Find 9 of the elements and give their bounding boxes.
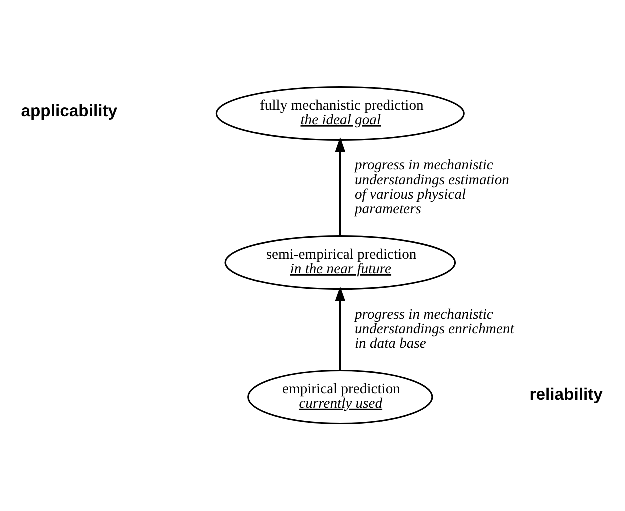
node-ellipse: empirical prediction currently used bbox=[248, 370, 434, 425]
arrow bbox=[335, 137, 346, 236]
node-ellipse: semi-empirical prediction in the near future bbox=[224, 236, 456, 290]
edge-label: progress in mechanistic understandings enrichment in data base bbox=[355, 306, 514, 352]
label: reliability bbox=[530, 385, 603, 404]
label: applicability bbox=[21, 102, 118, 121]
node-ellipse: fully mechanistic prediction the ideal goal bbox=[216, 86, 465, 142]
arrow bbox=[335, 286, 346, 371]
edge-label: progress in mechanistic understandings estimation of various physical parameters bbox=[355, 158, 510, 218]
